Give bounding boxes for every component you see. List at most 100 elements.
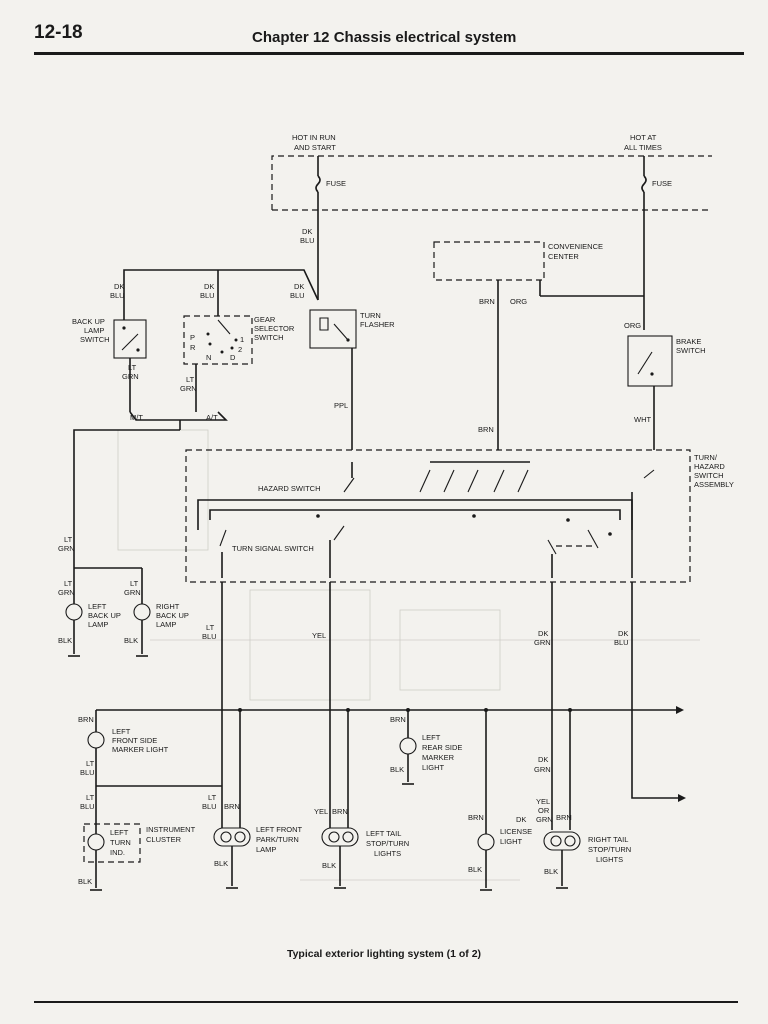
wire-label: BLU [110, 291, 125, 300]
convenience-label-2: CENTER [548, 252, 579, 261]
left-backup-label-2: BACK UP [88, 611, 121, 620]
right-tail-lights [543, 710, 581, 889]
gear-selector-label-1: GEAR [254, 315, 276, 324]
turn-flasher-label-1: TURN [360, 311, 381, 320]
wire-label: BLU [80, 802, 95, 811]
gear-n: N [206, 353, 211, 362]
hot-all-label-2: ALL TIMES [624, 143, 662, 152]
wire-label: BRN [478, 425, 494, 434]
wire-label: GRN [534, 765, 551, 774]
wire-label: LT [128, 363, 137, 372]
wire-label: DK [204, 282, 214, 291]
wire-label: GRN [536, 815, 553, 824]
backup-switch-label-2: LAMP [84, 326, 104, 335]
wire-label: GRN [180, 384, 197, 393]
wire-label: GRN [58, 588, 75, 597]
fuse-right-label: FUSE [652, 179, 672, 188]
gear-d: D [230, 353, 236, 362]
left-front-park-label-1: LEFT FRONT [256, 825, 303, 834]
wire-label: LT [130, 579, 139, 588]
right-tail-label-2: STOP/TURN [588, 845, 631, 854]
wire-label: BRN [390, 715, 406, 724]
left-tail-label-3: LIGHTS [374, 849, 401, 858]
left-backup-label-3: LAMP [88, 620, 108, 629]
page-number: 12-18 [34, 22, 83, 43]
wire-label: GRN [58, 544, 75, 553]
instrument-cluster-label-1: INSTRUMENT [146, 825, 196, 834]
header-rule [34, 52, 744, 55]
wire-label: ORG [624, 321, 641, 330]
left-rear-side-label-3: MARKER [422, 753, 455, 762]
hot-run-label-2: AND START [294, 143, 336, 152]
fuse-left-label: FUSE [326, 179, 346, 188]
left-turn-ind-label-1: LEFT [110, 828, 129, 837]
left-rear-side-label-4: LIGHT [422, 763, 445, 772]
wire-label: DK [114, 282, 124, 291]
wire-label: LT [186, 375, 195, 384]
right-backup-label-3: LAMP [156, 620, 176, 629]
wire-label: YEL [536, 797, 550, 806]
backup-switch-label-3: SWITCH [80, 335, 110, 344]
turn-signal-switch-label: TURN SIGNAL SWITCH [232, 544, 314, 553]
turn-hazard-label-4: ASSEMBLY [694, 480, 734, 489]
gear-p: P [190, 333, 195, 342]
left-rear-side-label-2: REAR SIDE [422, 743, 462, 752]
wire-label: BLU [202, 802, 217, 811]
wire-label: BLU [300, 236, 315, 245]
left-rear-side-marker [399, 710, 417, 785]
gear-selector-switch [183, 315, 253, 412]
convenience-center [433, 241, 644, 450]
wire-label: PPL [334, 401, 348, 410]
figure-caption: Typical exterior lighting system (1 of 2… [286, 948, 482, 960]
hot-run-label-1: HOT IN RUN [292, 133, 336, 142]
wire-label: BRN [332, 807, 348, 816]
wire-label: DK [302, 227, 312, 236]
backup-lamp-switch [113, 319, 147, 412]
wire-label: BLU [614, 638, 629, 647]
wire-label: LT [208, 793, 217, 802]
wire-label: BRN [468, 813, 484, 822]
blk-label: BLK [214, 859, 228, 868]
backup-lamps [65, 567, 151, 657]
blk-label: BLK [390, 765, 404, 774]
wire-label: DK [294, 282, 304, 291]
wire-label: ORG [510, 297, 527, 306]
wire-label: BRN [224, 802, 240, 811]
left-front-side-label-2: FRONT SIDE [112, 736, 157, 745]
backup-switch-label-1: BACK UP [72, 317, 105, 326]
turn-flasher-label-2: FLASHER [360, 320, 395, 329]
turn-flasher [309, 309, 357, 450]
wire-label: YEL [314, 807, 328, 816]
at-label: A/T [206, 413, 218, 422]
left-front-side-label-1: LEFT [112, 727, 131, 736]
gear-r: R [190, 343, 196, 352]
brake-switch [627, 335, 673, 450]
wire-label: LT [64, 535, 73, 544]
wire-label: OR [538, 806, 550, 815]
convenience-label-1: CONVENIENCE [548, 242, 603, 251]
left-turn-ind-label-3: IND. [110, 848, 125, 857]
wire-label: LT [64, 579, 73, 588]
left-front-side-marker [87, 710, 222, 787]
chapter-title: Chapter 12 Chassis electrical system [252, 29, 517, 46]
wire-label: LT [206, 623, 215, 632]
wire-label: BRN [479, 297, 495, 306]
license-light [477, 710, 495, 891]
wire-label: GRN [122, 372, 139, 381]
footer-rule [34, 1001, 738, 1003]
hot-all-label-1: HOT AT [630, 133, 657, 142]
blk-label: BLK [78, 877, 92, 886]
right-backup-label-1: RIGHT [156, 602, 180, 611]
blk-label: BLK [544, 867, 558, 876]
mt-label: M/T [130, 413, 143, 422]
wire-label: LT [86, 759, 95, 768]
wire-label: WHT [634, 415, 651, 424]
left-tail-label-2: STOP/TURN [366, 839, 409, 848]
turn-hazard-label-2: HAZARD [694, 462, 725, 471]
left-front-park-turn-lamp [213, 710, 251, 889]
ghost-grid [117, 429, 700, 881]
hazard-switch-label: HAZARD SWITCH [258, 484, 321, 493]
license-label-1: LICENSE [500, 827, 532, 836]
wire-label: BLU [200, 291, 215, 300]
left-turn-ind-label-2: TURN [110, 838, 131, 847]
